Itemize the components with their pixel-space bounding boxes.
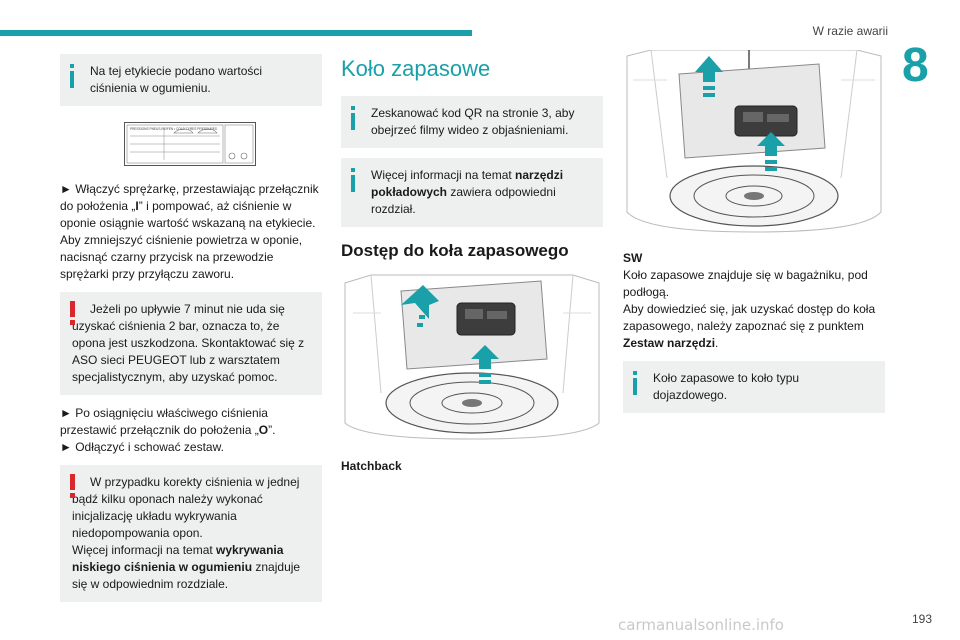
- column-2: Koło zapasowe Zeskanować kod QR na stron…: [341, 54, 603, 473]
- info-icon: [633, 371, 637, 401]
- header-accent-bar: [0, 30, 472, 36]
- info-box-tools: Więcej informacji na temat narzędzi pokł…: [341, 158, 603, 227]
- warning-icon: [70, 301, 75, 325]
- info-text: Na tej etykiecie podano wartości ciśnien…: [90, 64, 263, 95]
- info-icon: [70, 64, 74, 94]
- warning-box: Jeżeli po upływie 7 minut nie uda się uz…: [60, 292, 322, 395]
- info-box: Na tej etykiecie podano wartości ciśnien…: [60, 54, 322, 106]
- info-text: Koło zapasowe to koło typu dojazdowego.: [653, 371, 800, 402]
- info-text: Więcej informacji na temat narzędzi pokł…: [371, 168, 564, 216]
- subsection-heading: Dostęp do koła zapasowego: [341, 241, 569, 260]
- info-icon: [351, 168, 355, 198]
- label-image-title: PRESSIONS PNEUS-REIFEN • COLD TYRES PRES…: [130, 127, 217, 131]
- paragraph-switch-position: ► Po osiągnięciu właściwego ciśnienia pr…: [60, 406, 276, 454]
- section-heading: Koło zapasowe: [341, 56, 491, 81]
- info-box-qr: Zeskanować kod QR na stronie 3, aby obej…: [341, 96, 603, 148]
- chapter-number: 8: [902, 39, 929, 92]
- warning-text-reference: Więcej informacji na temat wykrywania ni…: [72, 543, 301, 591]
- arrow-up-icon: [401, 285, 439, 327]
- watermark: carmanualsonline.info: [618, 616, 784, 634]
- hatchback-trunk-illustration: [344, 274, 600, 440]
- illustration-caption: Hatchback: [341, 459, 402, 473]
- warning-text: W przypadku korekty ciśnienia w jednej b…: [72, 475, 300, 540]
- sw-trunk-illustration: [626, 50, 882, 233]
- tyre-pressure-label-image: PRESSIONS PNEUS-REIFEN • COLD TYRES PRES…: [124, 122, 256, 166]
- paragraph-compressor: ► Włączyć sprężarkę, przestawiając przeł…: [60, 182, 319, 281]
- warning-box-tpms: W przypadku korekty ciśnienia w jednej b…: [60, 465, 322, 602]
- section-title: W razie awarii: [812, 24, 888, 38]
- arrow-up-icon: [695, 56, 723, 97]
- info-text: Zeskanować kod QR na stronie 3, aby obej…: [371, 106, 575, 137]
- info-icon: [351, 106, 355, 136]
- warning-icon: [70, 474, 75, 498]
- warning-text: Jeżeli po upływie 7 minut nie uda się uz…: [72, 302, 305, 384]
- arrow-up-icon: [757, 132, 785, 171]
- arrow-up-icon: [471, 345, 499, 384]
- page-number: 193: [912, 612, 933, 626]
- column-1: Na tej etykiecie podano wartości ciśnien…: [60, 54, 322, 612]
- info-box-temporary-wheel: Koło zapasowe to koło typu dojazdowego.: [623, 361, 885, 413]
